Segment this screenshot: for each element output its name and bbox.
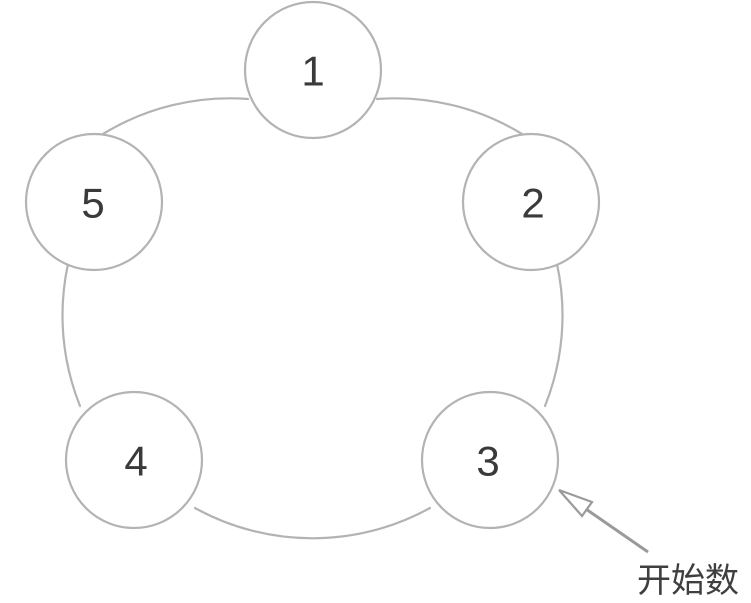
node-3[interactable]: 3 bbox=[420, 390, 560, 530]
start-node-annotation-label: 开始数 bbox=[637, 561, 739, 601]
edge-5-to-1 bbox=[101, 97, 250, 136]
node-1-circle[interactable] bbox=[243, 0, 383, 140]
edge-4-to-5 bbox=[61, 262, 82, 408]
node-1[interactable]: 1 bbox=[243, 0, 383, 140]
edge-1-to-2 bbox=[375, 97, 524, 136]
node-5-label: 5 bbox=[81, 180, 104, 227]
node-2-label: 2 bbox=[521, 180, 544, 227]
pointer-arrow-head bbox=[558, 488, 594, 518]
node-3-label: 3 bbox=[476, 438, 499, 485]
edge-group bbox=[61, 97, 564, 540]
start-pointer-arrow bbox=[558, 488, 649, 554]
node-5-circle[interactable] bbox=[24, 132, 164, 272]
node-5[interactable]: 5 bbox=[24, 132, 164, 272]
node-2[interactable]: 2 bbox=[461, 132, 601, 272]
node-1-label: 1 bbox=[301, 48, 324, 95]
node-4-circle[interactable] bbox=[64, 390, 204, 530]
node-4[interactable]: 4 bbox=[64, 390, 204, 530]
node-2-circle[interactable] bbox=[461, 132, 601, 272]
edge-2-to-3 bbox=[543, 262, 564, 408]
edge-3-to-4 bbox=[193, 506, 432, 540]
pointer-arrow-shaft bbox=[582, 505, 649, 554]
node-3-circle[interactable] bbox=[420, 390, 560, 530]
node-4-label: 4 bbox=[124, 438, 147, 485]
